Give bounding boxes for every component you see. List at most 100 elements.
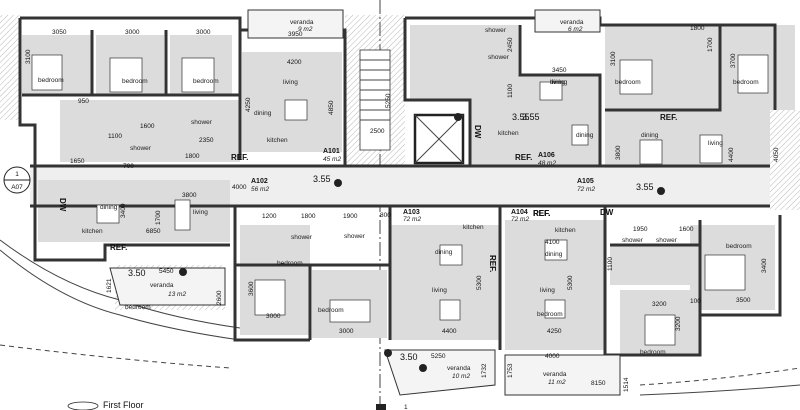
floor-title: First Floor [103,400,144,410]
room-label: bedroom [537,311,563,318]
dim: 1700 [707,37,714,52]
room-label: living [193,209,208,216]
unit-area: 72 m2 [403,216,421,223]
dim: 2500 [370,128,385,135]
level-6: 3.50 [400,352,418,362]
dim: 4850 [328,100,335,115]
level-2: 3.55 [313,174,331,184]
room-label: living [550,79,565,86]
dim: 1100 [108,133,122,140]
dim: 3000 [339,328,354,335]
section-marker: 1 A07 [3,166,31,194]
dim: 4100 [545,239,560,246]
ref-tag: REF. [533,209,550,218]
dim: 3700 [730,53,737,68]
room-label: shower [191,119,213,126]
room-label: bedroom [733,79,759,86]
unit-area: 56 m2 [251,186,269,193]
dim: 1950 [633,226,648,233]
unit-id: A101 [323,148,340,155]
dim: 700 [123,163,134,170]
dim: 3100 [610,51,617,66]
dim: 4050 [773,147,780,162]
room-label: kitchen [82,228,103,235]
dw-tag: DW [58,198,67,212]
walls [18,16,782,357]
dim: 3400 [120,203,127,218]
level-markers: 3.55 3.55 3.55 3.55 3.50 3.50 [128,112,665,372]
dim: 2600 [216,290,223,305]
room-label: bedroom [277,260,303,267]
unit-area: 48 m2 [538,160,556,167]
ref-tag: REF. [533,209,550,218]
room-label: bedroom [38,77,64,84]
room-label: living [283,79,298,86]
dim: 6850 [146,228,161,235]
level-1: 3.55 [522,112,540,122]
ref-tag: REF. [515,153,532,162]
room-label: shower [488,54,510,61]
room-label: kitchen [463,224,484,231]
room-label: shower [344,233,366,240]
room-label: living [708,140,723,147]
room-label: dining [100,204,118,211]
dim: 3000 [196,29,211,36]
dim: 1800 [690,25,705,32]
dim: 4200 [287,59,302,66]
unit-labels: A101 45 m2 A102 56 m2 A103 72 m2 A104 72… [251,148,595,223]
dim: 3800 [182,192,197,199]
room-label: dining [576,132,594,139]
dim: 1800 [185,153,200,160]
dim: 4400 [728,147,735,162]
room-label: dining [545,251,563,258]
level-4: 3.55 [512,112,530,122]
stair-core [359,49,465,165]
dim: 1753 [507,363,514,378]
dim: 5250 [431,353,446,360]
unit-area: 72 m2 [577,186,595,193]
level-5: 3.50 [128,268,146,278]
dim: 3000 [125,29,140,36]
dim: 1514 [623,377,630,392]
dim: 1800 [301,213,316,220]
dim: 3600 [248,281,255,296]
dimension-labels: 3050 3000 3000 3100 950 1100 1600 700 16… [25,25,780,392]
dim: 1900 [343,213,358,220]
title-block: First Floor 1 [67,400,408,410]
dim: 3050 [52,29,67,36]
room-label: shower [485,27,507,34]
dim: 4000 [545,353,560,360]
unit-id: A103 [403,209,420,216]
dim: 5300 [476,275,483,290]
section-number: 1 [15,171,19,178]
veranda-label: veranda [560,19,584,26]
ref-tag: REF. [533,209,550,218]
dim: 3400 [761,258,768,273]
room-label: shower [130,145,152,152]
dim: 100 [690,298,701,305]
veranda-area: 13 m2 [168,291,186,298]
room-label: dining [254,110,272,117]
dim: 1100 [607,257,614,271]
level-3: 3.55 [636,182,654,192]
ref-tag: REF. [488,255,497,272]
appliance-tags: REF. REF. REF. REF. REF. REF. REF. DW DW… [58,113,677,272]
dim: 1200 [262,213,277,220]
dim: 3000 [266,313,281,320]
veranda-area: 6 m2 [568,26,583,33]
unit-id: A104 [511,209,528,216]
dim: 3450 [552,67,567,74]
dim: 4250 [547,328,562,335]
dim: 800 [380,212,391,219]
dim: 1600 [140,123,155,130]
room-label: shower [622,237,644,244]
dw-tag: DW [600,208,614,217]
section-sheet: A07 [11,184,23,191]
unit-area: 72 m2 [511,216,529,223]
room-label: dining [550,79,568,86]
dim: 1600 [679,226,694,233]
room-label: living [432,287,447,294]
dim: 5250 [385,93,392,108]
veranda-area: 10 m2 [452,373,470,380]
dw-tag: DW [473,125,482,139]
